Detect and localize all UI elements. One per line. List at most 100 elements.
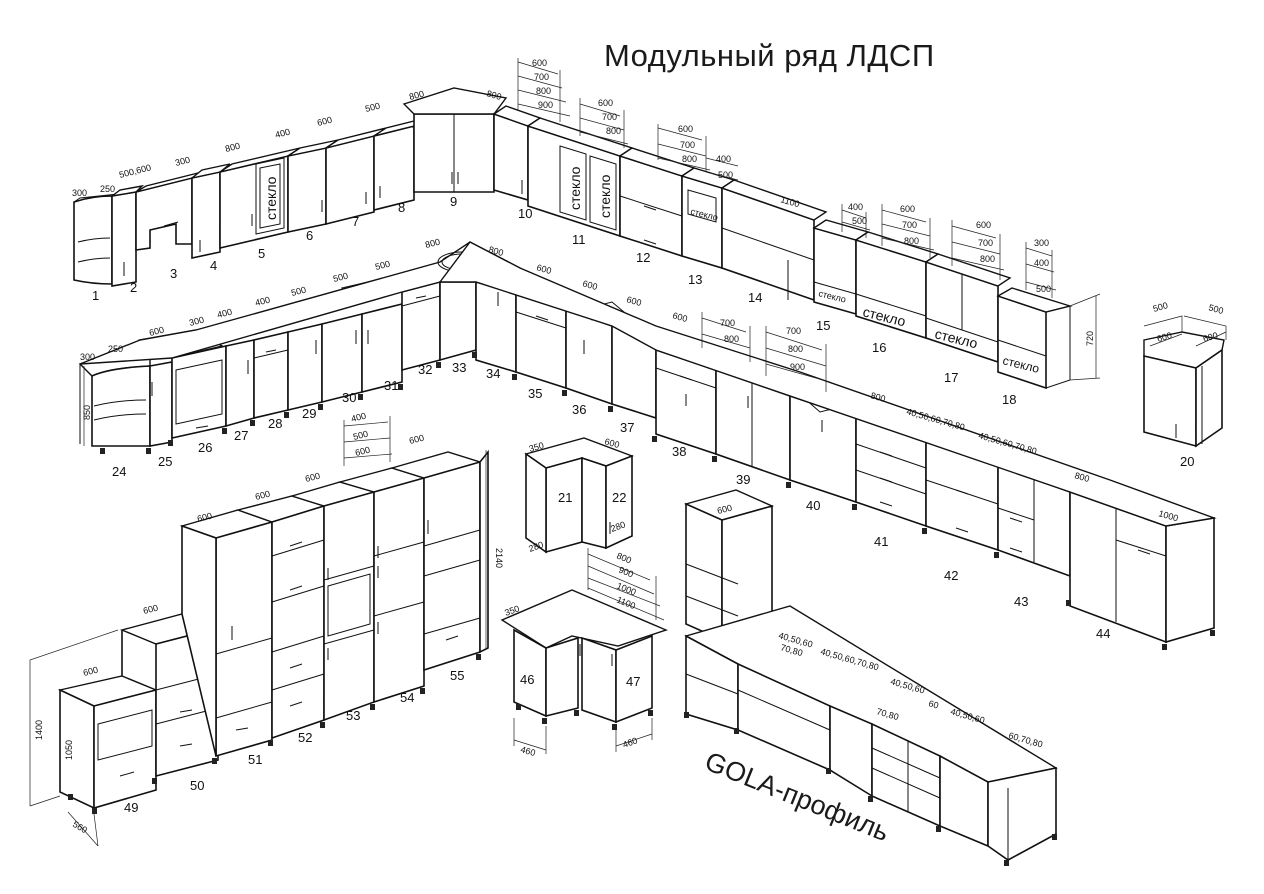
dim-ua-800: 800 bbox=[536, 86, 551, 96]
label-20: 20 bbox=[1180, 454, 1194, 469]
label-41: 41 bbox=[874, 534, 888, 549]
label-49: 49 bbox=[124, 800, 138, 815]
dim-55-600: 600 bbox=[408, 433, 425, 446]
dim-u-300: 300 bbox=[72, 188, 87, 198]
label-34: 34 bbox=[486, 366, 500, 381]
label-9: 9 bbox=[450, 194, 457, 209]
label-8: 8 bbox=[398, 200, 405, 215]
dim-54-500: 500 bbox=[352, 429, 369, 442]
label-24: 24 bbox=[112, 464, 126, 479]
dim-u-800b: 800 bbox=[408, 89, 425, 102]
dim-20-600a: 600 bbox=[1156, 330, 1173, 344]
label-27: 27 bbox=[234, 428, 248, 443]
dim-20-500a: 500 bbox=[1152, 300, 1169, 314]
dim-b-500b: 500 bbox=[332, 271, 349, 284]
dim-ub-600: 600 bbox=[598, 98, 613, 108]
label-2: 2 bbox=[130, 280, 137, 295]
dim-ba-700: 700 bbox=[720, 318, 735, 328]
label-44: 44 bbox=[1096, 626, 1110, 641]
label-40: 40 bbox=[806, 498, 820, 513]
dim-u-800: 800 bbox=[224, 141, 241, 154]
dim-b-600c: 600 bbox=[581, 278, 598, 292]
module-3 bbox=[135, 171, 203, 251]
dim-gola-e: 60 bbox=[927, 698, 939, 710]
label-37: 37 bbox=[620, 420, 634, 435]
dim-uc-500: 500 bbox=[718, 170, 733, 180]
label-18: 18 bbox=[1002, 392, 1016, 407]
module-34 bbox=[475, 280, 517, 374]
label-14: 14 bbox=[748, 290, 762, 305]
dim-tall-1050: 1050 bbox=[64, 740, 74, 760]
dim-ua-600: 600 bbox=[532, 58, 547, 68]
dim-b-600d: 600 bbox=[625, 294, 642, 308]
dim-uf-300: 300 bbox=[1034, 238, 1049, 248]
module-54 bbox=[337, 467, 427, 704]
module-29 bbox=[287, 322, 323, 412]
label-12: 12 bbox=[636, 250, 650, 265]
dim-22-600: 600 bbox=[603, 436, 620, 450]
glass-label-5: стекло bbox=[263, 176, 279, 220]
module-44 bbox=[1069, 490, 1215, 644]
page-title: Модульный ряд ЛДСП bbox=[604, 38, 935, 73]
dim-52-600: 600 bbox=[254, 489, 271, 502]
dim-gola-600: 600 bbox=[716, 503, 733, 516]
label-33: 33 bbox=[452, 360, 466, 375]
label-29: 29 bbox=[302, 406, 316, 421]
dim-ub-700: 700 bbox=[602, 112, 617, 122]
dim-bb-700: 700 bbox=[786, 326, 801, 336]
dim-b-250: 250 bbox=[108, 344, 123, 354]
dim-ua-700: 700 bbox=[534, 72, 549, 82]
module-15: стекло bbox=[812, 219, 870, 316]
module-20: 500 500 600 600 bbox=[1143, 300, 1227, 448]
label-17: 17 bbox=[944, 370, 958, 385]
label-1: 1 bbox=[92, 288, 99, 303]
label-32: 32 bbox=[418, 362, 432, 377]
dim-ba-800: 800 bbox=[724, 334, 739, 344]
dim-b-600e: 600 bbox=[671, 310, 688, 324]
dim-51-600: 600 bbox=[196, 511, 213, 524]
label-38: 38 bbox=[672, 444, 686, 459]
dim-u-500600: 500,600 bbox=[118, 162, 152, 180]
dim-46-800: 800 bbox=[615, 551, 633, 566]
module-28 bbox=[253, 330, 289, 420]
dim-20-500b: 500 bbox=[1207, 302, 1224, 316]
dim-b-800: 800 bbox=[424, 237, 441, 250]
tall-modules: 1400 1050 560 600 600 600 600 600 400 50… bbox=[29, 411, 504, 847]
dim-46-900: 900 bbox=[617, 565, 635, 580]
dim-54-600: 600 bbox=[354, 445, 371, 458]
label-13: 13 bbox=[688, 272, 702, 287]
dim-b-400: 400 bbox=[216, 307, 233, 320]
gola-row: 600 40,50,60 70,80 40,50,60,70,80 40,50,… bbox=[683, 489, 1058, 866]
label-10: 10 bbox=[518, 206, 532, 221]
dim-u-800c: 800 bbox=[485, 88, 502, 102]
dim-u-400: 400 bbox=[274, 127, 291, 140]
module-11: стекло стекло bbox=[526, 117, 634, 238]
dim-u-250: 250 bbox=[100, 184, 115, 194]
dim-21-350: 350 bbox=[528, 440, 545, 454]
dim-u-400b: 400 bbox=[848, 202, 863, 212]
module-14 bbox=[720, 179, 828, 302]
base-height-dim: 850 bbox=[82, 405, 92, 420]
label-11: 11 bbox=[572, 232, 586, 247]
label-47: 47 bbox=[626, 674, 640, 689]
dim-ud-600: 600 bbox=[900, 204, 915, 214]
dim-53-600: 600 bbox=[304, 471, 321, 484]
dim-b-500c: 500 bbox=[374, 259, 391, 272]
label-26: 26 bbox=[198, 440, 212, 455]
module-21-22: 350 600 280 280 bbox=[524, 436, 634, 554]
module-18: стекло bbox=[996, 287, 1073, 390]
dim-b-300: 300 bbox=[80, 352, 95, 362]
dim-b-400b: 400 bbox=[254, 295, 271, 308]
label-4: 4 bbox=[210, 258, 217, 273]
label-15: 15 bbox=[816, 318, 830, 333]
module-4 bbox=[191, 163, 231, 259]
label-3: 3 bbox=[170, 266, 177, 281]
label-52: 52 bbox=[298, 730, 312, 745]
dim-ue-600: 600 bbox=[976, 220, 991, 230]
module-55 bbox=[389, 449, 489, 672]
dim-uf-400: 400 bbox=[1034, 258, 1049, 268]
module-27 bbox=[225, 339, 255, 428]
dim-bb-900: 900 bbox=[790, 362, 805, 372]
label-25: 25 bbox=[158, 454, 172, 469]
